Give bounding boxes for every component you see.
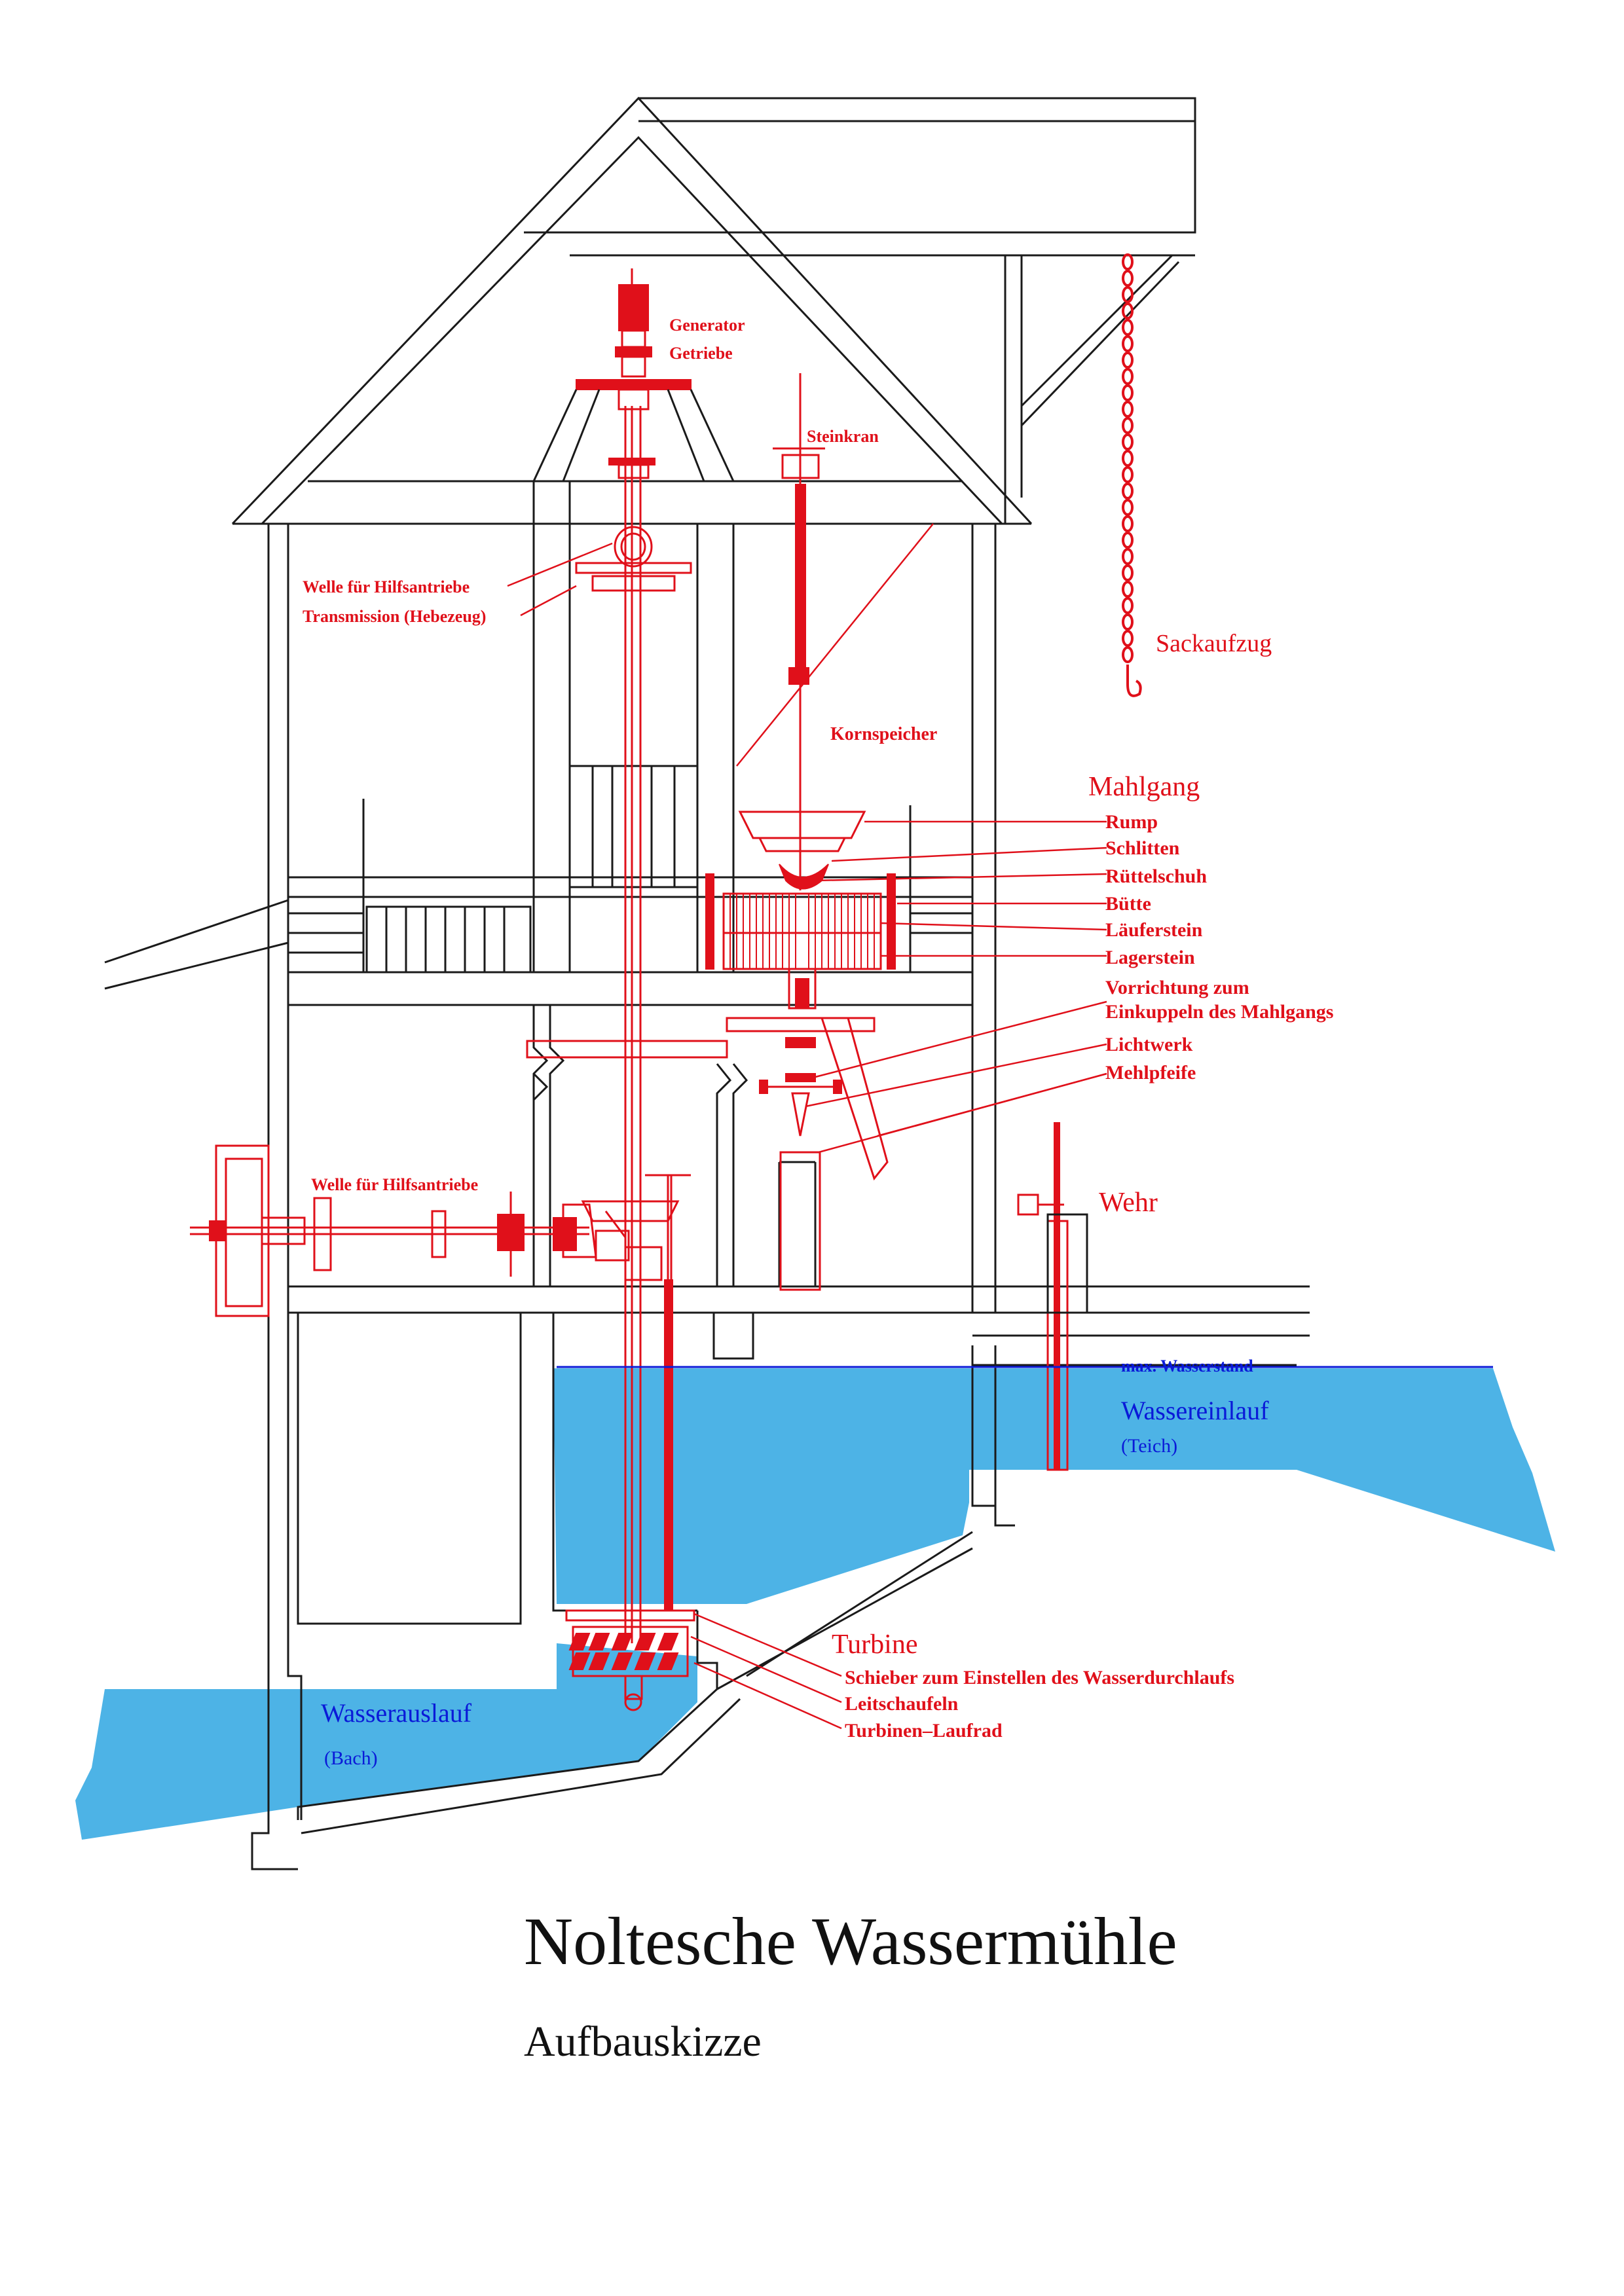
hook-icon (1126, 665, 1142, 697)
tailwater-stream (75, 1643, 697, 1840)
label-generator: Generator (669, 316, 745, 335)
label-getriebe: Getriebe (669, 344, 733, 363)
label-steinkran: Steinkran (807, 427, 879, 446)
headwater-pond (553, 1368, 1555, 1604)
label-vorrichtung-2: Einkuppeln des Mahlgangs (1105, 1001, 1333, 1023)
stone-crane-icon (795, 484, 806, 668)
turbine-blades (568, 1626, 689, 1677)
building-outline (104, 96, 1310, 1870)
label-lagerstein: Lagerstein (1105, 947, 1195, 968)
bed-stone (722, 932, 882, 970)
label-vorrichtung-1: Vorrichtung zum (1105, 977, 1249, 998)
label-bach: (Bach) (324, 1747, 378, 1769)
hopper-icon (738, 811, 866, 839)
label-wassereinlauf: Wassereinlauf (1121, 1396, 1269, 1425)
machinery (190, 253, 1142, 1711)
label-transmission: Transmission (Hebezeug) (303, 607, 486, 626)
label-rump: Rump (1105, 811, 1158, 833)
label-laufrad: Turbinen–Laufrad (845, 1720, 1003, 1741)
label-lichtwerk: Lichtwerk (1105, 1034, 1193, 1055)
label-wasserauslauf: Wasserauslauf (321, 1698, 472, 1728)
labels: Generator Getriebe Steinkran Sackaufzug … (303, 316, 1333, 2066)
hoist-chain (1122, 253, 1142, 697)
bevel-gear-icon (581, 1200, 680, 1222)
label-mehlpfeife: Mehlpfeife (1105, 1062, 1196, 1084)
leader-lines (507, 523, 1493, 1730)
label-ruettelschuh: Rüttelschuh (1105, 866, 1207, 887)
page-title: Noltesche Wassermühle (524, 1904, 1177, 1979)
label-schlitten: Schlitten (1105, 837, 1180, 859)
label-buette: Bütte (1105, 893, 1151, 915)
runner-stone (722, 892, 882, 934)
label-turbine: Turbine (832, 1630, 917, 1660)
label-laeuferstein: Läuferstein (1105, 919, 1203, 941)
label-max-wasserstand: max. Wasserstand (1121, 1357, 1253, 1376)
label-teich: (Teich) (1121, 1435, 1177, 1457)
turbine-gate (565, 1609, 695, 1622)
label-leitschaufeln: Leitschaufeln (845, 1693, 959, 1715)
label-kornspeicher: Kornspeicher (830, 724, 937, 744)
generator-icon (618, 284, 649, 331)
gearbox-icon (576, 379, 692, 390)
label-welle-oben: Welle für Hilfsantriebe (303, 577, 470, 596)
label-wehr: Wehr (1099, 1188, 1158, 1218)
label-mahlgang: Mahlgang (1088, 772, 1200, 802)
page-subtitle: Aufbauskizze (524, 2018, 762, 2066)
pulley-icon (614, 526, 653, 568)
weir-rod (1054, 1122, 1060, 1470)
label-welle-unten: Welle für Hilfsantriebe (311, 1175, 478, 1194)
label-sackaufzug: Sackaufzug (1156, 630, 1272, 657)
label-schieber: Schieber zum Einstellen des Wasserdurchl… (845, 1667, 1234, 1688)
